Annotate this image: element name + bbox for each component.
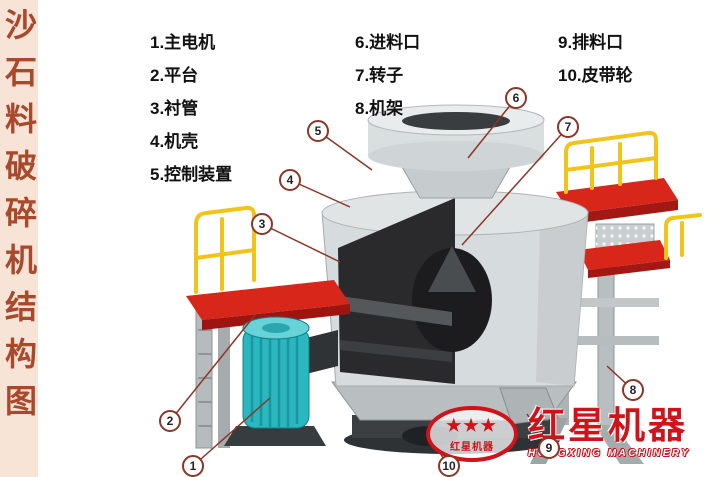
legend-item: 3.衬管 bbox=[150, 99, 199, 118]
callout-3: 3 bbox=[251, 213, 273, 235]
stars-icon: ★★★ bbox=[446, 416, 498, 435]
legend-item: 8.机架 bbox=[355, 99, 404, 118]
motor-platform bbox=[186, 280, 350, 320]
machine-right-railing bbox=[564, 130, 702, 260]
brand-name-en: HONGXING MACHINERY bbox=[528, 448, 691, 460]
callout-2: 2 bbox=[159, 410, 181, 432]
legend-item: 5.控制装置 bbox=[150, 165, 233, 184]
vertical-title-strip: 沙石料破碎机结构图 bbox=[0, 0, 38, 477]
machine-right-platforms bbox=[556, 178, 678, 278]
legend-item: 7.转子 bbox=[355, 66, 404, 85]
page-title: 沙石料破碎机结构图 bbox=[1, 8, 37, 431]
machine-left-assembly bbox=[186, 205, 350, 449]
logo-oval-stars-icon: ★★★ 红星机器 bbox=[424, 404, 520, 464]
legend-item: 4.机壳 bbox=[150, 132, 199, 151]
legend-column-1: 1.主电机 2.平台 3.衬管 4.机壳 5.控制装置 bbox=[150, 26, 232, 191]
callout-1: 1 bbox=[182, 455, 204, 477]
callout-6: 6 bbox=[505, 87, 527, 109]
legend-column-2: 6.进料口 7.转子 8.机架 bbox=[355, 26, 420, 125]
legend-item: 6.进料口 bbox=[355, 33, 421, 52]
callout-9: 9 bbox=[538, 437, 560, 459]
callout-7: 7 bbox=[557, 116, 579, 138]
callout-10: 10 bbox=[438, 455, 460, 477]
legend-item: 2.平台 bbox=[150, 66, 199, 85]
main-motor bbox=[224, 316, 326, 446]
legend-item: 9.排料口 bbox=[558, 33, 624, 52]
legend-item: 10.皮带轮 bbox=[558, 66, 633, 85]
callout-8: 8 bbox=[622, 379, 644, 401]
logo-oval-text: 红星机器 bbox=[450, 442, 494, 453]
legend-item: 1.主电机 bbox=[150, 33, 216, 52]
machine-hopper bbox=[367, 104, 545, 199]
machine-left-railing bbox=[194, 205, 256, 294]
callout-5: 5 bbox=[307, 120, 329, 142]
callout-4: 4 bbox=[279, 169, 301, 191]
legend-column-3: 9.排料口 10.皮带轮 bbox=[558, 26, 633, 92]
